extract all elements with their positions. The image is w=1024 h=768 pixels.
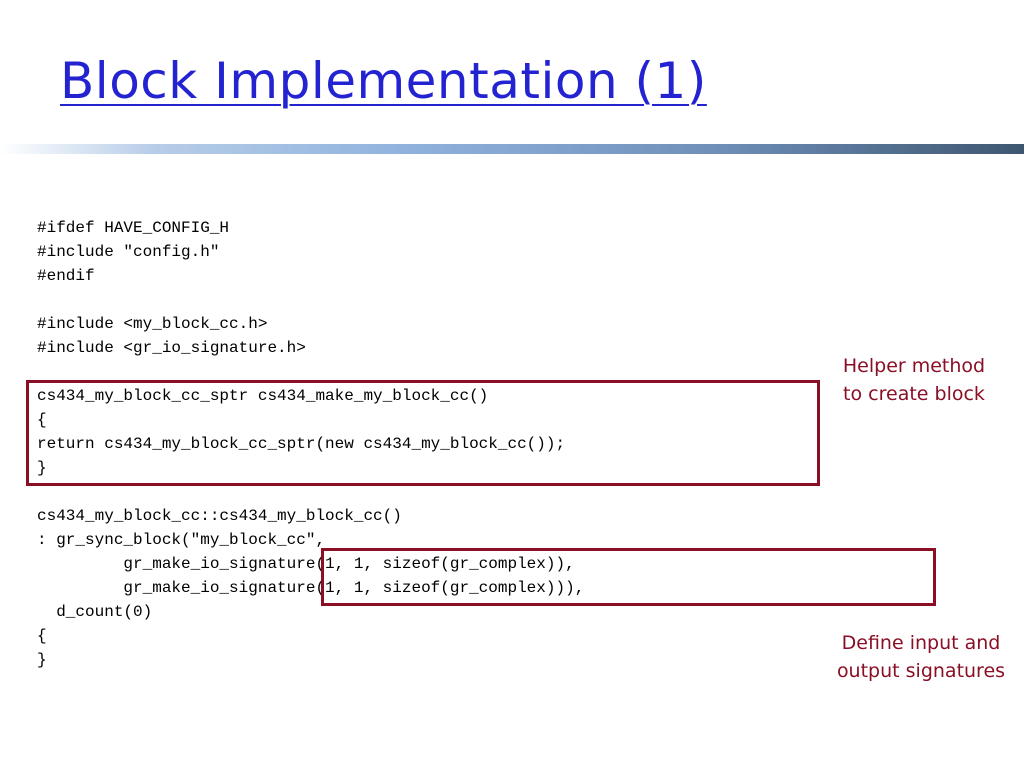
code-line: : gr_sync_block("my_block_cc", (37, 531, 326, 549)
io-signature-highlight-box (321, 548, 936, 606)
title-divider-bar (0, 144, 1024, 154)
code-line (37, 288, 584, 312)
code-line: { (37, 411, 47, 429)
helper-method-annotation: Helper method to create block (824, 352, 1004, 408)
code-line: #include "config.h" (37, 243, 220, 261)
annotation-line: to create block (843, 383, 985, 405)
slide-title: Block Implementation (1) (60, 52, 707, 110)
code-line: d_count(0) (37, 603, 153, 621)
annotation-line: Define input and (841, 632, 1001, 654)
code-line: { (37, 627, 47, 645)
code-line: cs434_my_block_cc_sptr cs434_make_my_blo… (37, 387, 489, 405)
code-line: gr_make_io_signature(1, 1, sizeof(gr_com… (37, 579, 585, 597)
code-line: #include <my_block_cc.h> (37, 315, 268, 333)
annotation-line: Helper method (842, 355, 986, 377)
annotation-line: output signatures (836, 660, 1006, 682)
helper-method-highlight-box (26, 380, 820, 486)
code-line: cs434_my_block_cc::cs434_my_block_cc() (37, 507, 402, 525)
code-line: #ifdef HAVE_CONFIG_H (37, 219, 230, 237)
code-line: #endif (37, 267, 95, 285)
code-block: #ifdef HAVE_CONFIG_H #include "config.h" #… (37, 216, 584, 672)
code-line: #include <gr_io_signature.h> (37, 339, 306, 357)
code-line: gr_make_io_signature(1, 1, sizeof(gr_com… (37, 555, 575, 573)
code-line: } (37, 459, 47, 477)
code-line: return cs434_my_block_cc_sptr(new cs434_… (37, 435, 566, 453)
code-line: } (37, 651, 47, 669)
io-signature-annotation: Define input and output signatures (818, 629, 1024, 685)
